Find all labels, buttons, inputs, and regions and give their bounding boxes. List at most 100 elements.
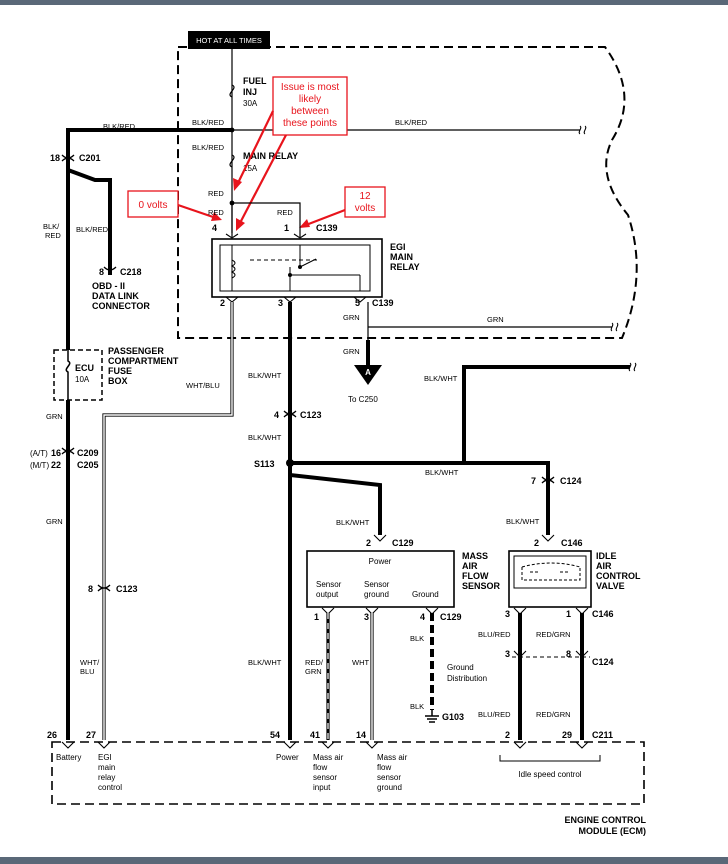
connector-c129: C129 xyxy=(392,538,414,548)
node-a-arrow xyxy=(354,365,382,385)
wire-color-label: BLK/RED xyxy=(192,118,225,127)
iac-valve-outer xyxy=(508,550,592,608)
pin-number: 7 xyxy=(531,476,536,486)
to-c250-label: To C250 xyxy=(348,395,378,404)
wire-color-label: BLK/WHT xyxy=(424,374,458,383)
wire-color-label: RED/ xyxy=(305,658,324,667)
pin-number: 5 xyxy=(355,298,360,308)
wire-color-label: BLK xyxy=(410,634,424,643)
issue-annotation: between xyxy=(291,106,329,117)
pin-number: 2 xyxy=(366,538,371,548)
maf-sensor-box xyxy=(306,550,455,608)
wire-color-label: GRN xyxy=(487,315,504,324)
pin-number: 22 xyxy=(51,460,61,470)
ecm-maf-input-label: sensor xyxy=(313,773,337,782)
wire-color-label: BLU xyxy=(80,667,95,676)
connector-c129: C129 xyxy=(440,612,462,622)
fuse-box-label: PASSENGER xyxy=(108,346,164,356)
ground-g103-label: G103 xyxy=(442,712,464,722)
wire-color-label: BLK/WHT xyxy=(248,433,282,442)
pin-number: 8 xyxy=(99,267,104,277)
ground-distribution-label: Ground xyxy=(447,663,474,672)
hot-region-boundary xyxy=(177,46,638,339)
maf-title: FLOW xyxy=(462,571,489,581)
maf-sensor-output-label: output xyxy=(316,590,339,599)
wire-color-label: BLK/WHT xyxy=(425,468,459,477)
pin-number: 41 xyxy=(310,730,320,740)
issue-annotation: Issue is most xyxy=(281,82,340,93)
ecm-maf-ground-label: sensor xyxy=(377,773,401,782)
relay-internal xyxy=(230,245,361,291)
pin-number: 8 xyxy=(566,649,571,659)
ecm-maf-input-label: input xyxy=(313,783,331,792)
pin-number: 29 xyxy=(562,730,572,740)
ecu-fuse-rating: 10A xyxy=(75,375,90,384)
red-arrows xyxy=(177,110,346,231)
blk-red-wire-obd xyxy=(67,168,112,275)
twelve-volts-annotation: volts xyxy=(355,203,376,214)
issue-annotation-box xyxy=(272,76,348,136)
wire-color-label: BLK/RED xyxy=(192,143,225,152)
wire-color-label: GRN xyxy=(305,667,322,676)
wire-color-label: RED xyxy=(277,208,293,217)
mt-label: (M/T) xyxy=(30,461,49,470)
ecm-maf-ground-label: flow xyxy=(377,763,391,772)
egi-relay-label: EGI xyxy=(390,242,406,252)
connector-c146: C146 xyxy=(561,538,583,548)
pin-number: 4 xyxy=(420,612,425,622)
passenger-fuse-box xyxy=(53,349,103,401)
pin-number: 4 xyxy=(274,410,279,420)
wire-color-label: BLK/WHT xyxy=(506,517,540,526)
pin-number: 2 xyxy=(505,730,510,740)
wire-color-label: RED xyxy=(208,208,224,217)
wire-color-label: WHT/BLU xyxy=(186,381,220,390)
wire-color-label: RED/GRN xyxy=(536,630,571,639)
main-relay-fuse-icon xyxy=(229,154,235,168)
hot-at-all-times-box xyxy=(188,31,270,49)
connector-c124: C124 xyxy=(560,476,582,486)
ecu-fuse-icon xyxy=(65,350,71,400)
at-label: (A/T) xyxy=(30,449,48,458)
pin-number: 2 xyxy=(220,298,225,308)
wire-color-label: BLU/RED xyxy=(478,710,511,719)
fuel-inj-label: INJ xyxy=(243,87,257,97)
maf-power-label: Power xyxy=(369,557,392,566)
iac-valve-inner xyxy=(513,555,587,589)
splice-s113-label: S113 xyxy=(254,459,275,469)
bottom-window-bar xyxy=(0,857,728,864)
zero-volts-box xyxy=(127,190,179,218)
wire-color-label: GRN xyxy=(46,517,63,526)
wire-color-label: BLK/WHT xyxy=(248,371,282,380)
fuel-inj-rating: 30A xyxy=(243,99,258,108)
wire-color-label: WHT/ xyxy=(80,658,100,667)
ecm-title: ENGINE CONTROL xyxy=(564,815,646,825)
pin-number: 3 xyxy=(364,612,369,622)
connector-c205: C205 xyxy=(77,460,99,470)
connector-c201: C201 xyxy=(79,153,101,163)
wire-color-label: BLK xyxy=(410,702,424,711)
wire-color-label: GRN xyxy=(343,313,360,322)
egi-main-relay-outer xyxy=(211,238,383,298)
obd-label: DATA LINK xyxy=(92,291,139,301)
ecm-egi-label: control xyxy=(98,783,122,792)
connector-c124: C124 xyxy=(592,657,614,667)
pin-number: 26 xyxy=(47,730,57,740)
wire-color-label: BLU/RED xyxy=(478,630,511,639)
wire-color-label: BLK/WHT xyxy=(336,518,370,527)
egi-relay-label: MAIN xyxy=(390,252,413,262)
iac-title: IDLE xyxy=(596,551,617,561)
connector-c211: C211 xyxy=(592,730,613,740)
egi-relay-label: RELAY xyxy=(390,262,420,272)
iac-title: VALVE xyxy=(596,581,625,591)
wire-color-label: BLK/ xyxy=(43,222,60,231)
pin-number: 3 xyxy=(505,649,510,659)
node-a-label: A xyxy=(365,368,371,377)
wire-color-label: BLK/RED xyxy=(103,122,136,131)
wire-color-label: WHT xyxy=(352,658,369,667)
maf-sensor-output-label: Sensor xyxy=(316,580,342,589)
ecm-box xyxy=(51,741,645,805)
pin-number: 3 xyxy=(278,298,283,308)
fuse-box-label: BOX xyxy=(108,376,128,386)
maf-title: SENSOR xyxy=(462,581,501,591)
pin-number: 4 xyxy=(212,223,217,233)
